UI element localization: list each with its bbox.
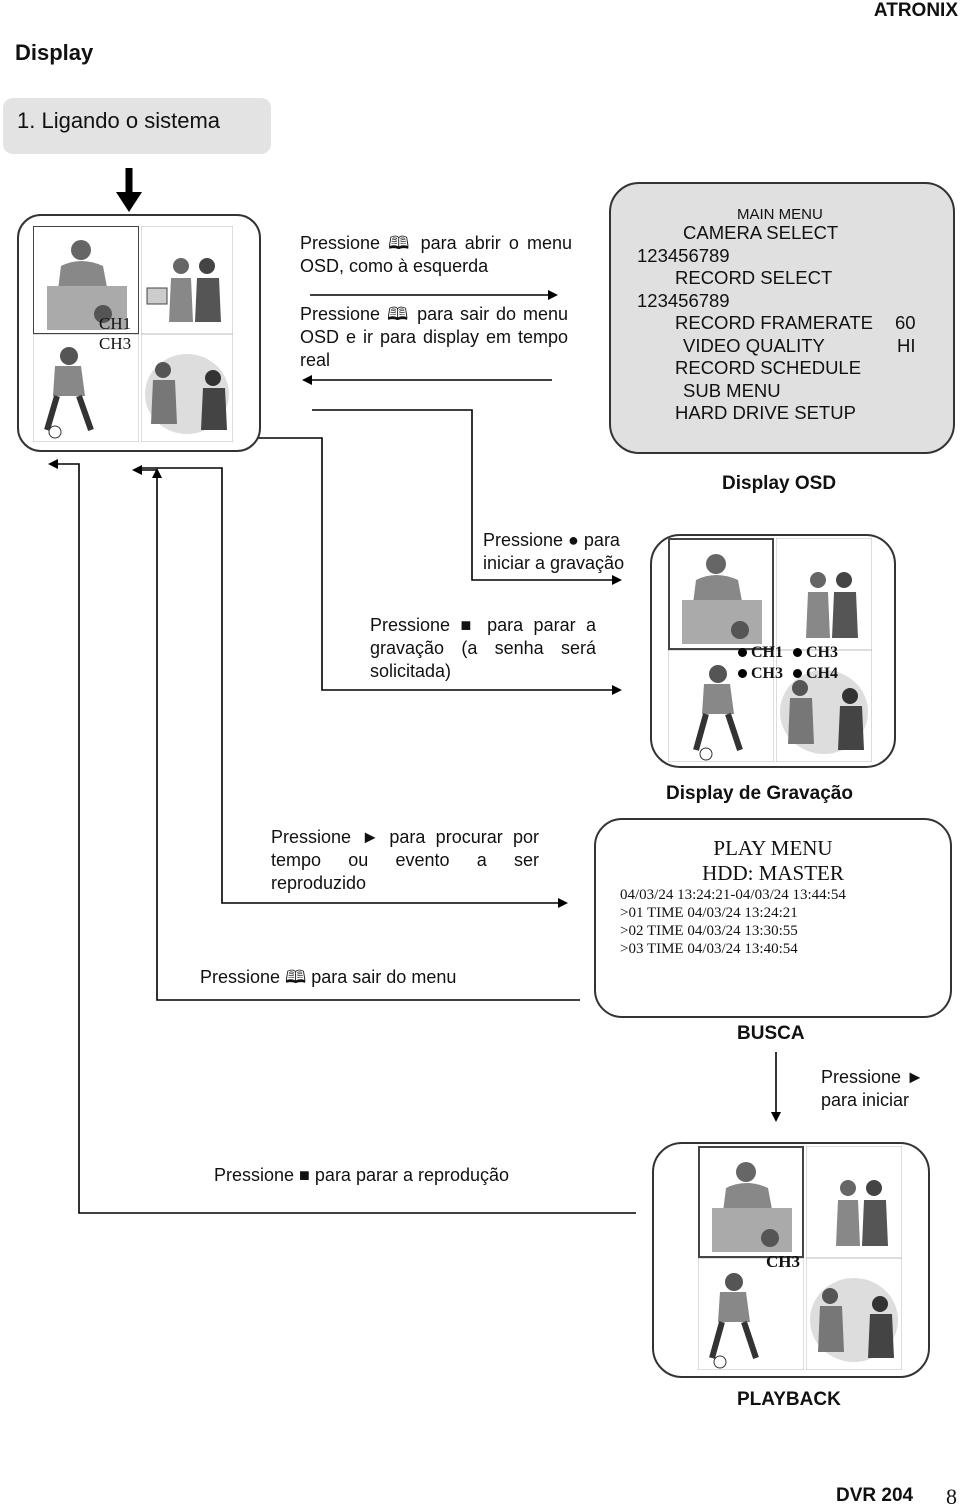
play-camera-tile-4 [805,1257,903,1371]
play-menu-hdd: HDD: MASTER [702,861,844,885]
soccer-player-illustration [697,1257,805,1371]
instruction-stop-recording: Pressione ■ para parar a gravação (a sen… [370,615,596,681]
instruction-search: Pressione ► para procurar por tempo ou e… [271,827,539,893]
menu-item-hard-drive-setup: HARD DRIVE SETUP [675,402,856,423]
camera-tile-2 [140,225,234,335]
menu-item-record-schedule: RECORD SCHEDULE [675,357,862,378]
rec-channel-label: CH4 [806,665,838,682]
rec-channel-label: CH1 [751,644,783,661]
caption-busca: BUSCA [737,1023,805,1044]
instruction-start-playback: Pressione ► para iniciar [821,1067,924,1110]
rec-camera-tile-4 [775,649,873,763]
play-menu-entry[interactable]: >02 TIME 04/03/24 13:30:55 [620,923,798,939]
instruction-exit-search: Pressione 🕮 para sair do menu [200,967,457,987]
handshake-illustration [775,649,873,763]
play-channel-label: CH3 [766,1252,800,1271]
recording-dot-icon [793,648,802,657]
recording-dot-icon [738,648,747,657]
office-worker-illustration [698,1146,804,1258]
play-camera-tile-3 [697,1257,805,1371]
play-menu-screen: PLAY MENU HDD: MASTER 04/03/24 13:24:21-… [594,818,952,1018]
office-worker-illustration [668,538,774,650]
soccer-player-illustration [667,649,775,763]
channel-label-ch1: CH1 [99,314,132,333]
play-menu-title: PLAY MENU [713,836,833,860]
channel-label-ch3: CH3 [99,334,132,353]
brand-logo-text: ATRONIX [873,0,958,21]
menu-value-quality: HI [897,335,916,356]
menu-item-record-select: RECORD SELECT [675,267,833,288]
handshake-illustration [805,1257,903,1371]
play-camera-tile-1 [698,1146,804,1258]
osd-main-menu-screen: MAIN MENU CAMERA SELECT 123456789 RECORD… [609,182,955,454]
menu-title: MAIN MENU [737,206,823,223]
rec-camera-tile-3 [667,649,775,763]
menu-item-video-quality: VIDEO QUALITY [683,335,825,356]
caption-recording-display: Display de Gravação [666,783,853,804]
rec-channel-label: CH3 [806,644,838,661]
playback-view-screen: CH3 [652,1142,930,1378]
footer-model: DVR 204 [836,1485,914,1506]
rec-channel-label: CH3 [751,665,783,682]
recording-dot-icon [738,669,747,678]
instruction-exit-menu: Pressione 🕮 para sair do menu OSD e ir p… [300,304,568,370]
meeting-illustration [805,1145,903,1259]
play-menu-entry[interactable]: >03 TIME 04/03/24 13:40:54 [620,941,798,957]
handshake-illustration [140,333,234,443]
rec-camera-tile-2 [775,537,873,651]
camera-tile-4 [140,333,234,443]
rec-channel-row-2: CH3 CH4 [738,665,838,683]
play-camera-tile-2 [805,1145,903,1259]
soccer-player-illustration [32,333,140,443]
meeting-illustration [140,225,234,335]
menu-item-record-framerate: RECORD FRAMERATE [675,312,874,333]
recording-view-screen: CH1 CH3 CH3 CH4 [650,534,896,768]
play-menu-range: 04/03/24 13:24:21-04/03/24 13:44:54 [620,887,846,903]
step-heading: 1. Ligando o sistema [3,98,271,154]
meeting-illustration [775,537,873,651]
rec-camera-tile-1 [668,538,774,650]
footer-page-number: 8 [946,1484,957,1509]
instruction-start-recording: Pressione ● para iniciar a gravação [483,530,625,573]
instruction-open-menu: Pressione 🕮 para abrir o menu OSD, como … [300,233,572,276]
instruction-stop-playback: Pressione ■ para parar a reprodução [214,1165,510,1185]
live-view-screen: CH1 CH3 [17,214,261,452]
menu-value-framerate: 60 [895,312,916,333]
menu-item-sub-menu: SUB MENU [683,380,781,401]
recording-dot-icon [793,669,802,678]
play-menu-entry[interactable]: >01 TIME 04/03/24 13:24:21 [620,905,798,921]
menu-value-record-list: 123456789 [637,290,730,311]
rec-channel-row-1: CH1 CH3 [738,644,838,662]
menu-value-camera-list: 123456789 [637,245,730,266]
menu-item-camera-select: CAMERA SELECT [683,222,839,243]
camera-tile-1 [32,225,140,335]
section-title: Display [15,40,94,65]
caption-display-osd: Display OSD [722,473,837,494]
caption-playback: PLAYBACK [737,1389,841,1410]
camera-tile-3 [32,333,140,443]
